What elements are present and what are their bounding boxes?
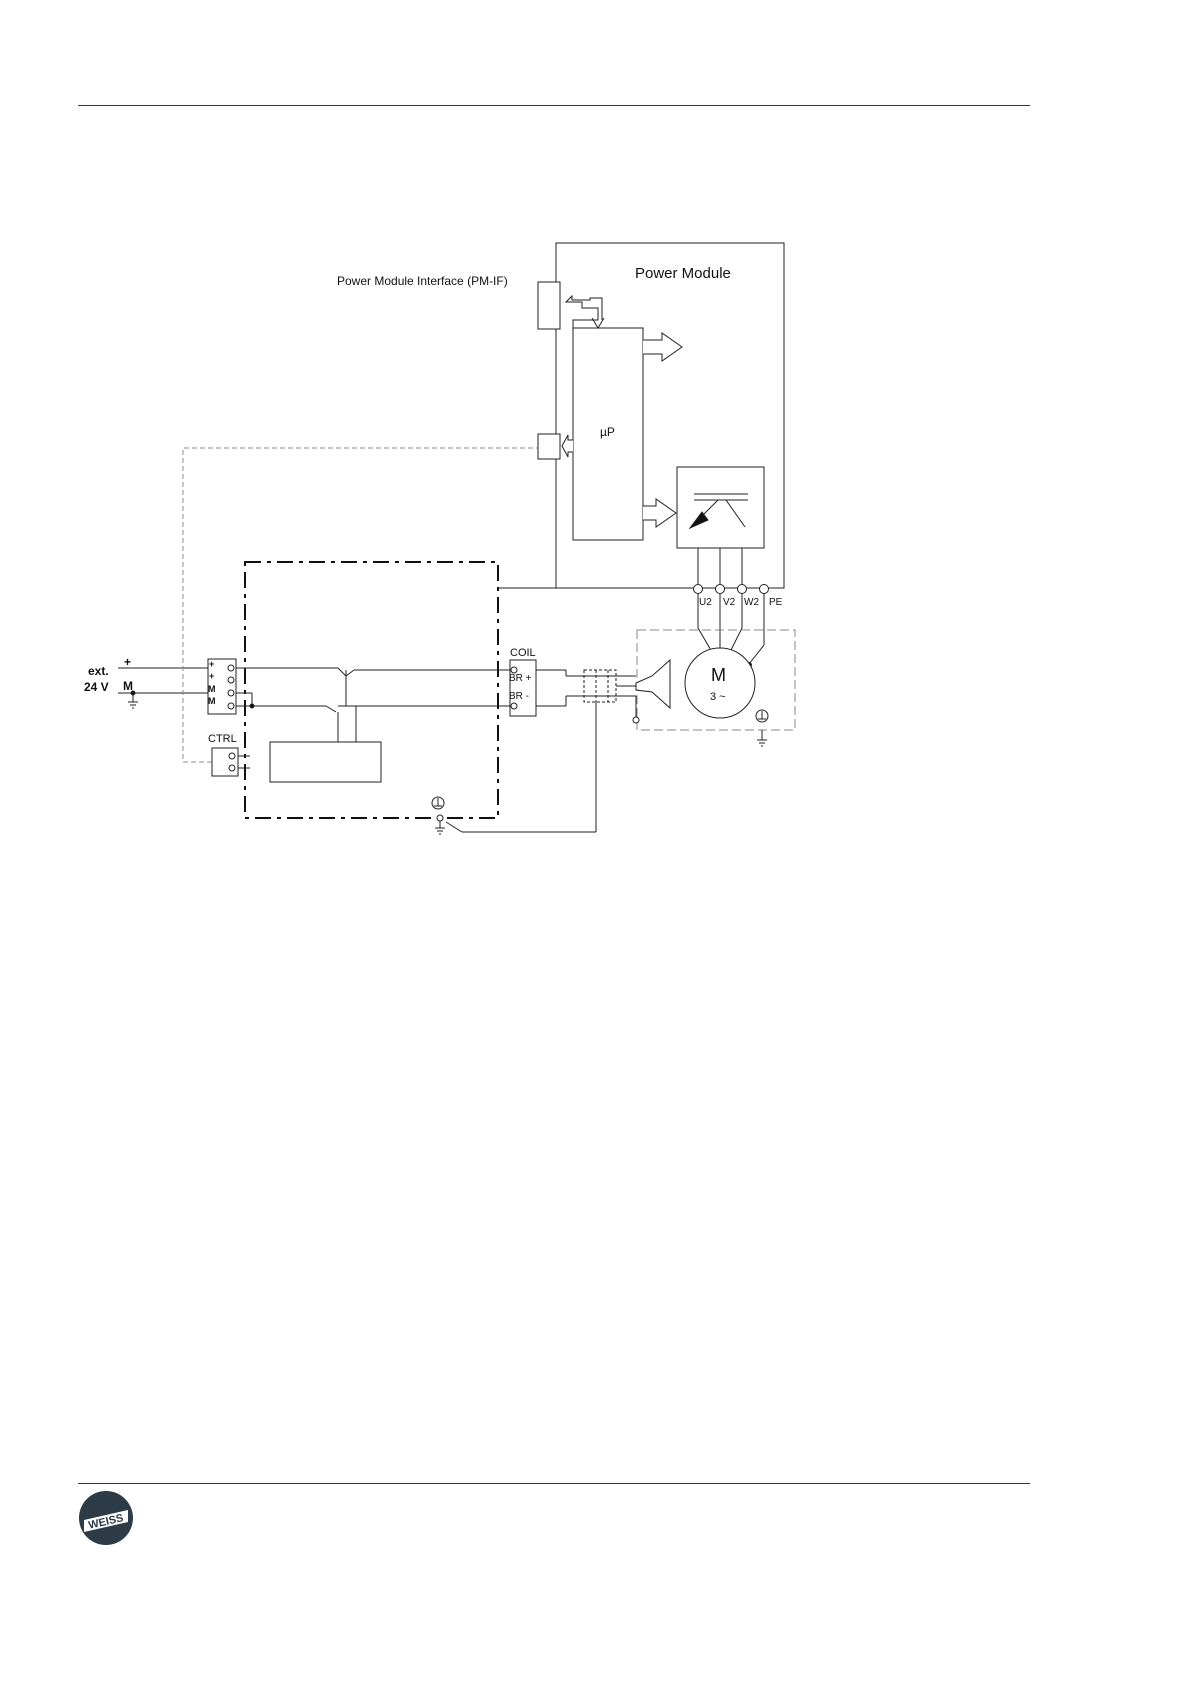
bus-arrow-ctrl [562, 435, 573, 457]
ctrl-link [183, 448, 538, 762]
bus-arrow-bottom-right [643, 499, 676, 527]
bus-arrow-top-right [643, 333, 682, 361]
weiss-logo: WEISS [78, 1490, 134, 1546]
brake-symbol [636, 660, 670, 708]
ctrl-interface-connector [538, 434, 560, 459]
power-module-box [556, 243, 784, 588]
terminal-v2: V2 [723, 597, 736, 608]
inverter-arrow-icon [690, 512, 708, 528]
connector-m-2: M [208, 696, 216, 706]
pm-interface-label: Power Module Interface (PM-IF) [337, 274, 508, 288]
power-module-title: Power Module [635, 265, 731, 282]
ctrl-connector [212, 748, 238, 776]
connector-plus-2: + [209, 671, 214, 681]
br-plus-label: BR + [509, 673, 532, 684]
cable-shield [584, 670, 616, 702]
ctrl-label: CTRL [208, 733, 237, 745]
motor-phase: 3 ~ [710, 691, 726, 703]
connector-m-1: M [208, 684, 216, 694]
wiring-diagram: Power Module Power Module Interface (PM-… [0, 0, 1100, 1556]
inverter-box [677, 467, 764, 548]
terminal-w2: W2 [744, 597, 759, 608]
bus-arrow-pm-if [566, 296, 602, 328]
terminal-u2: U2 [699, 597, 712, 608]
supply-plus-label: + [124, 655, 131, 669]
microprocessor-label: µP [600, 425, 615, 439]
pm-interface-connector [538, 282, 560, 329]
footer-rule [78, 1483, 1030, 1484]
br-minus-label: BR - [509, 691, 529, 702]
supply-m-label: M [123, 679, 133, 693]
motor-letter: M [711, 665, 726, 685]
coil-label: COIL [510, 647, 536, 659]
terminal-pe: PE [769, 597, 783, 608]
logic-block [270, 742, 381, 782]
connector-plus-1: + [209, 659, 214, 669]
supply-ext-label: ext. [88, 664, 109, 678]
supply-24v-label: 24 V [84, 680, 109, 694]
